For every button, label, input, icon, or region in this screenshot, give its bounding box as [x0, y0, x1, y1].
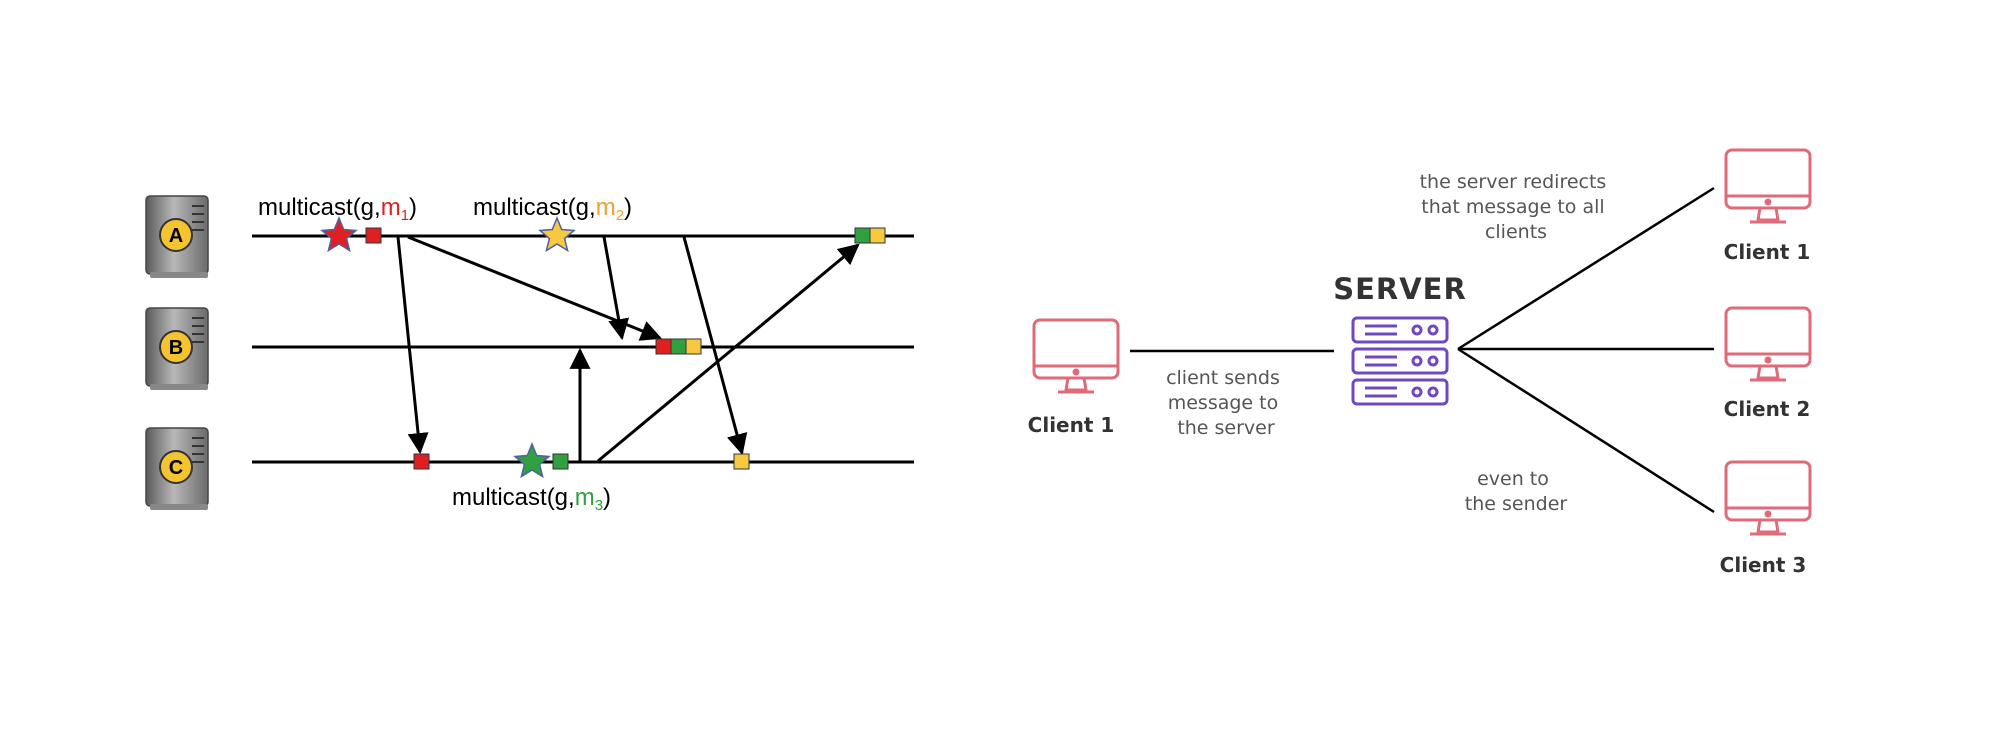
- note-client-sends: client sends message to the server: [1166, 367, 1286, 439]
- multicast-label-m2: multicast(g,m2): [473, 194, 632, 224]
- monitor-icon: [1724, 460, 1812, 536]
- msg-square-m2-c: [733, 453, 750, 470]
- node-label: A: [169, 225, 183, 247]
- node-label: C: [169, 457, 183, 479]
- msg-square-m2-b: [685, 338, 702, 355]
- client-server-diagram: Client 1 SERVER: [1028, 148, 1812, 577]
- note-even-to-sender: even to the sender: [1465, 468, 1568, 515]
- monitor-icon: [1724, 148, 1812, 224]
- sender-client: Client 1: [1028, 318, 1120, 437]
- monitor-icon: [1032, 318, 1120, 394]
- client-label: Client 1: [1028, 413, 1115, 437]
- client-label: Client 2: [1724, 397, 1811, 421]
- message-squares: [365, 227, 886, 470]
- receiver-client-2: Client 2: [1724, 306, 1812, 421]
- node-c: C: [145, 427, 209, 510]
- node-badge: [159, 450, 193, 484]
- arrow-m1-to-c: [396, 236, 429, 455]
- client-label: Client 3: [1720, 553, 1807, 577]
- note-server-redirects: the server redirects that message to all…: [1420, 171, 1613, 243]
- link-server-client1: [1457, 186, 1715, 351]
- msg-square-m1-b: [655, 338, 672, 355]
- msg-square-m2-a: [869, 227, 886, 244]
- server-rack-icon: [1351, 316, 1449, 406]
- send-star-m2: [538, 216, 576, 253]
- send-star-m1: [320, 216, 358, 253]
- client-label: Client 1: [1724, 240, 1811, 264]
- msg-square-m3-b: [670, 338, 687, 355]
- node-label: B: [169, 337, 183, 359]
- msg-square-m1-a: [365, 227, 382, 244]
- arrow-m3-to-a: [597, 243, 860, 463]
- msg-square-m3-c: [552, 453, 569, 470]
- multicast-label-m3: multicast(g,m3): [452, 484, 611, 514]
- send-star-m3: [513, 442, 551, 479]
- link-server-client3: [1457, 347, 1715, 514]
- node-a: A: [145, 195, 209, 278]
- message-arrows: [396, 235, 860, 463]
- receiver-client-3: Client 3: [1720, 460, 1812, 577]
- arrow-m2-to-c: [682, 236, 748, 456]
- msg-square-m1-c: [413, 453, 430, 470]
- arrow-m1-to-b: [407, 235, 662, 341]
- multicast-label-m1: multicast(g,m1): [258, 194, 417, 224]
- arrow-m2-to-b: [602, 236, 630, 341]
- msg-square-m3-a: [854, 227, 871, 244]
- node-b: B: [145, 307, 209, 390]
- node-badge: [159, 330, 193, 364]
- server-label: SERVER: [1333, 272, 1467, 306]
- receiver-client-1: Client 1: [1724, 148, 1812, 264]
- multicast-timeline-diagram: A B C: [145, 194, 914, 514]
- node-badge: [159, 218, 193, 252]
- server: SERVER: [1333, 272, 1467, 406]
- monitor-icon: [1724, 306, 1812, 382]
- fanout-links: [1457, 186, 1715, 514]
